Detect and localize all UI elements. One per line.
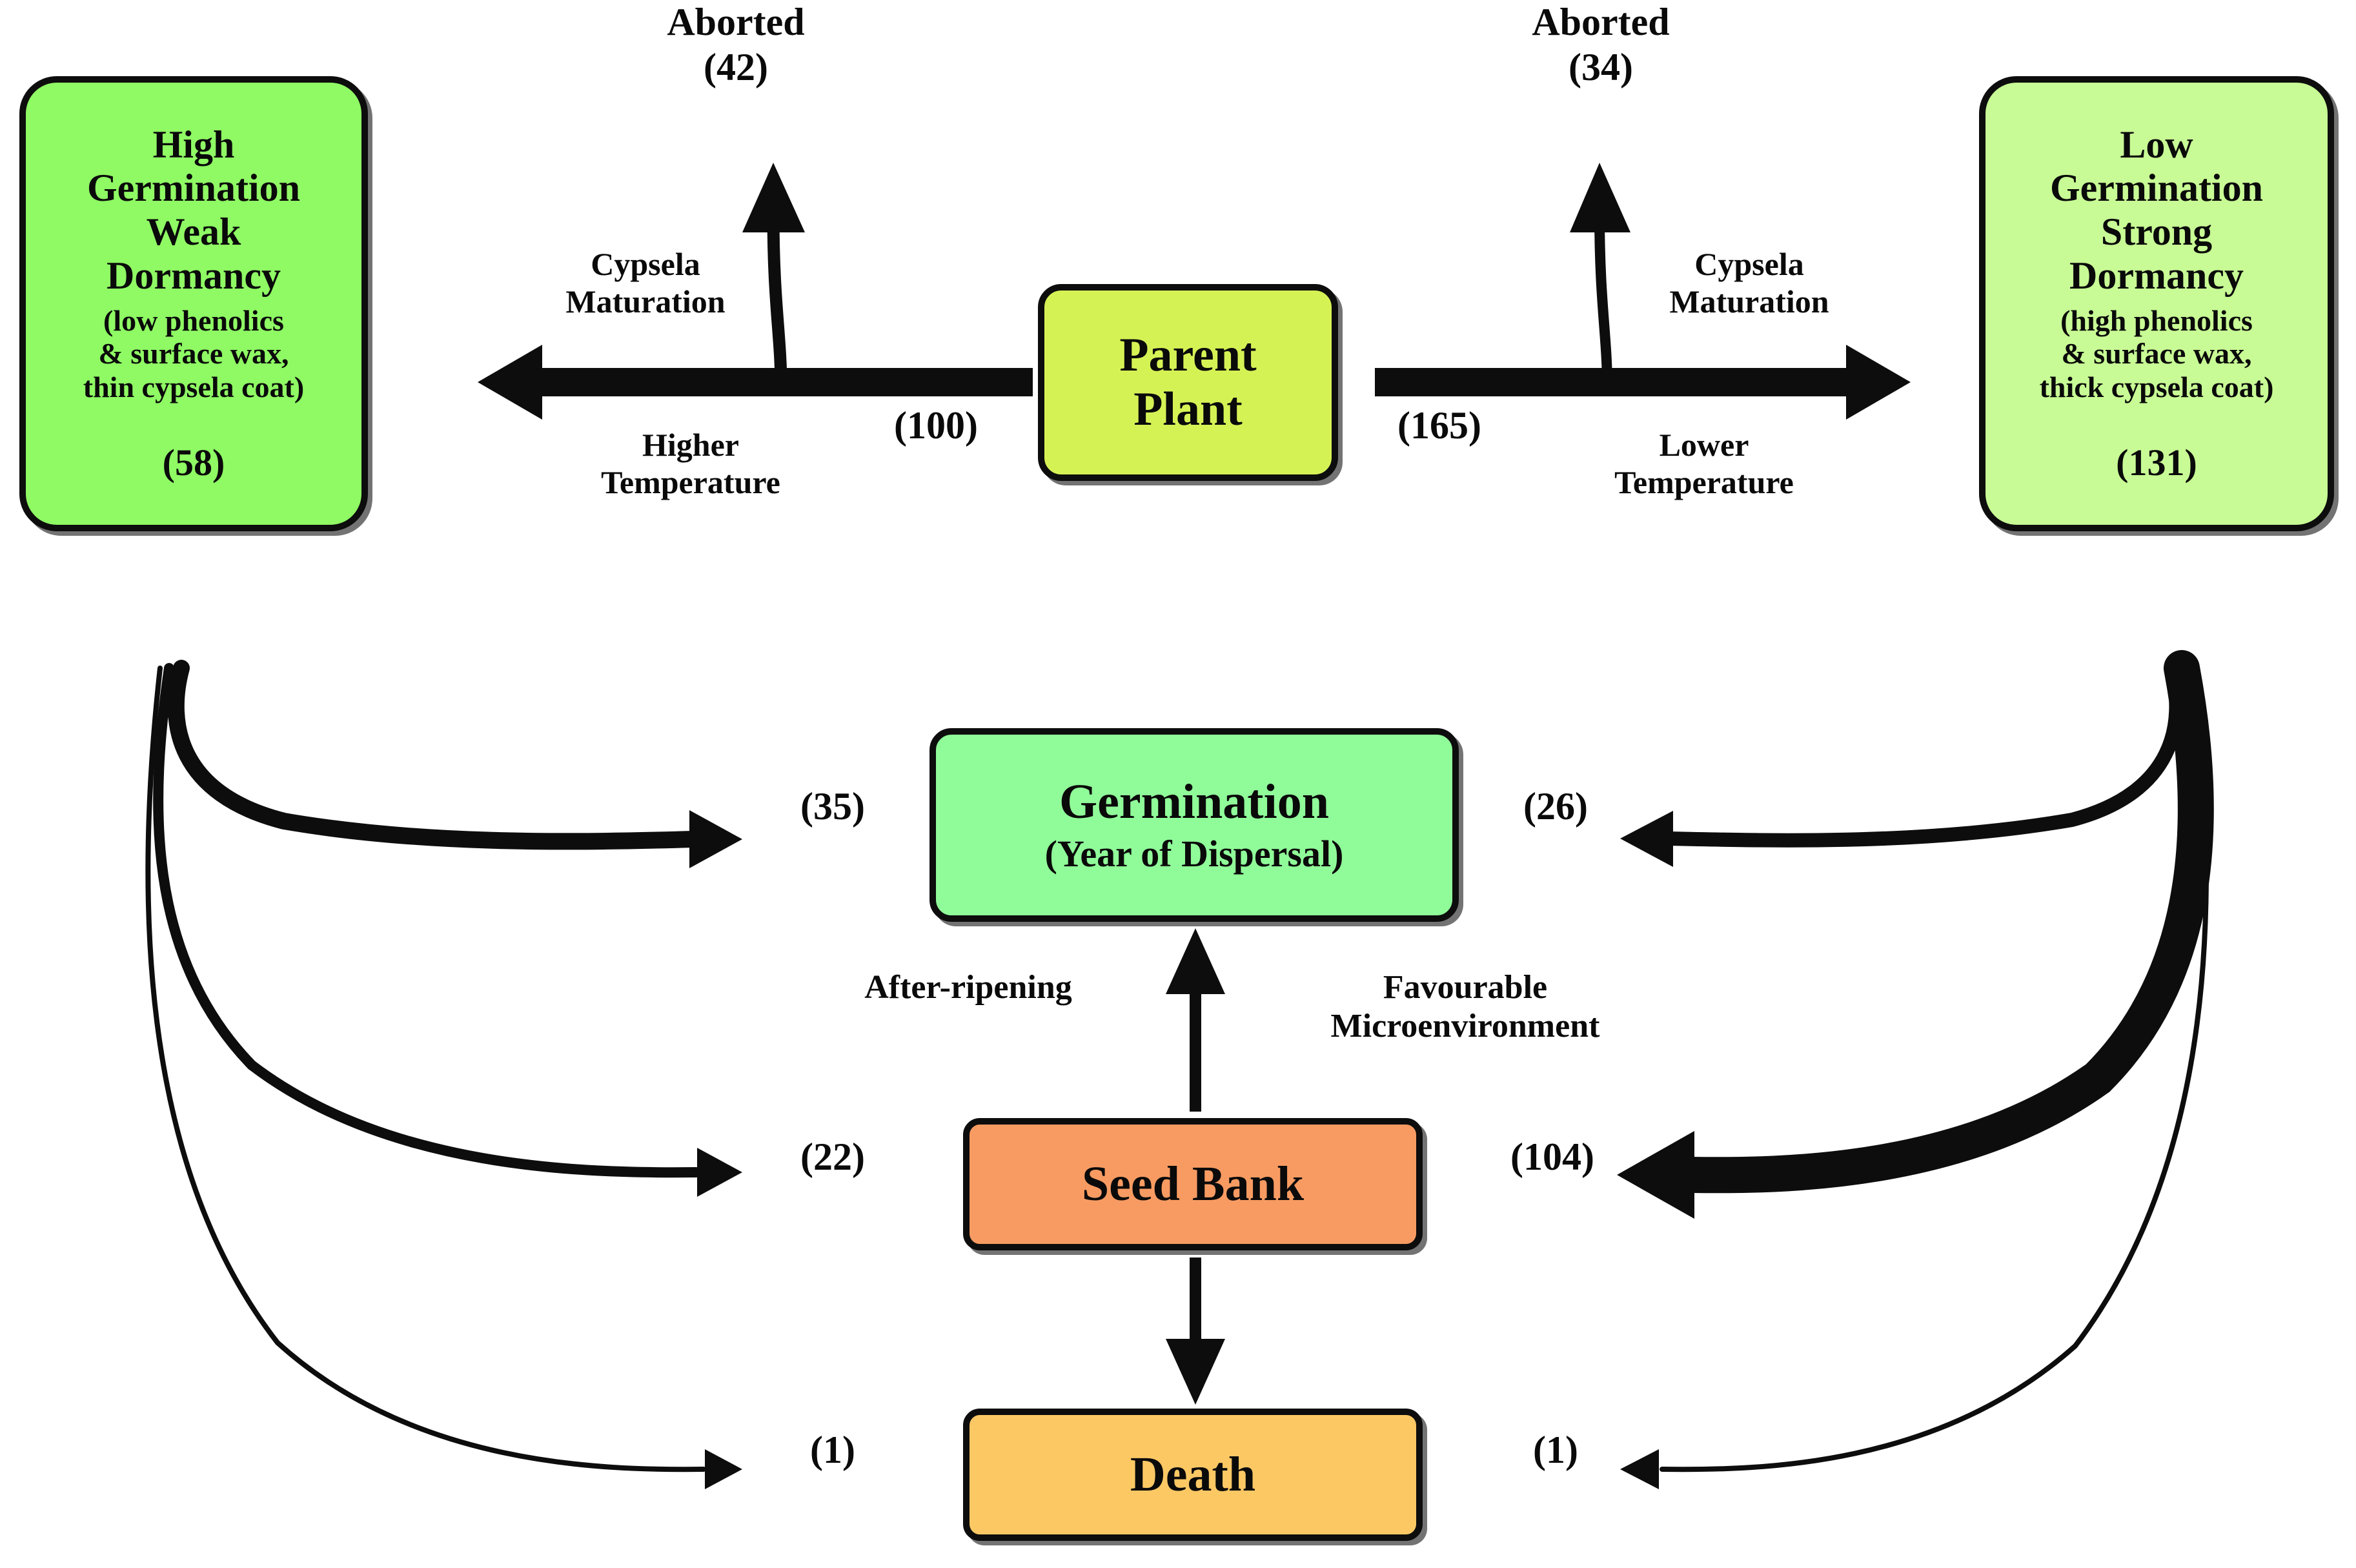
- value-low-to-death: (1): [1533, 1429, 1578, 1471]
- node-high-germination[interactable]: High Germination Weak Dormancy (low phen…: [19, 76, 368, 531]
- node-germination-detail: (Year of Dispersal): [1044, 833, 1344, 875]
- arrow-high-to-germination: [167, 660, 742, 868]
- label-cypsela-maturation-right: Cypsela Maturation: [1669, 246, 1829, 320]
- node-seed-bank[interactable]: Seed Bank: [963, 1118, 1423, 1250]
- value-parent-to-high: (100): [894, 404, 978, 447]
- value-high-to-death: (1): [810, 1429, 855, 1471]
- label-after-ripening: After-ripening: [864, 969, 1072, 1006]
- arrow-low-to-germination: [1620, 661, 2184, 867]
- value-high-to-seed-bank: (22): [800, 1135, 865, 1178]
- value-low-to-seed-bank: (104): [1510, 1135, 1594, 1178]
- arrow-low-to-seedbank: [1617, 650, 2214, 1219]
- node-death[interactable]: Death: [963, 1409, 1423, 1541]
- node-low-germination-detail: (high phenolics & surface wax, thick cyp…: [2039, 303, 2274, 403]
- node-parent-plant-label: Parent Plant: [1119, 328, 1257, 436]
- value-low-to-germination: (26): [1523, 785, 1588, 828]
- node-high-germination-detail: (low phenolics & surface wax, thin cypse…: [83, 303, 305, 403]
- node-seed-bank-label: Seed Bank: [1081, 1156, 1305, 1211]
- node-death-label: Death: [1130, 1447, 1256, 1502]
- arrow-aborted-right: [1570, 163, 1630, 388]
- label-aborted-left: Aborted (42): [667, 1, 805, 88]
- arrow-seedbank-to-death: [1166, 1257, 1225, 1405]
- value-parent-to-low: (165): [1397, 404, 1481, 447]
- arrow-high-to-seedbank: [153, 663, 742, 1197]
- node-low-germination-title: Low Germination Strong Dormancy: [2050, 123, 2263, 298]
- label-favourable-microenvironment: Favourable Microenvironment: [1330, 969, 1600, 1045]
- node-high-germination-title: High Germination Weak Dormancy: [87, 123, 300, 298]
- label-lower-temperature: Lower Temperature: [1614, 427, 1794, 500]
- arrow-seedbank-to-germination: [1166, 928, 1225, 1112]
- node-low-germination[interactable]: Low Germination Strong Dormancy (high ph…: [1979, 76, 2334, 531]
- node-high-germination-count: (58): [162, 442, 225, 484]
- label-aborted-right: Aborted (34): [1532, 1, 1670, 88]
- arrow-parent-to-low: [1375, 345, 1911, 420]
- label-cypsela-maturation-left: Cypsela Maturation: [565, 246, 726, 320]
- node-germination-title: Germination: [1059, 774, 1329, 829]
- arrow-aborted-left: [742, 163, 805, 388]
- value-high-to-germination: (35): [800, 785, 865, 828]
- label-higher-temperature: Higher Temperature: [601, 427, 780, 500]
- node-low-germination-count: (131): [2116, 442, 2197, 484]
- arrow-high-to-death: [145, 666, 742, 1489]
- node-germination[interactable]: Germination (Year of Dispersal): [929, 728, 1459, 922]
- node-parent-plant[interactable]: Parent Plant: [1038, 284, 1338, 481]
- arrow-low-to-death: [1620, 666, 2209, 1489]
